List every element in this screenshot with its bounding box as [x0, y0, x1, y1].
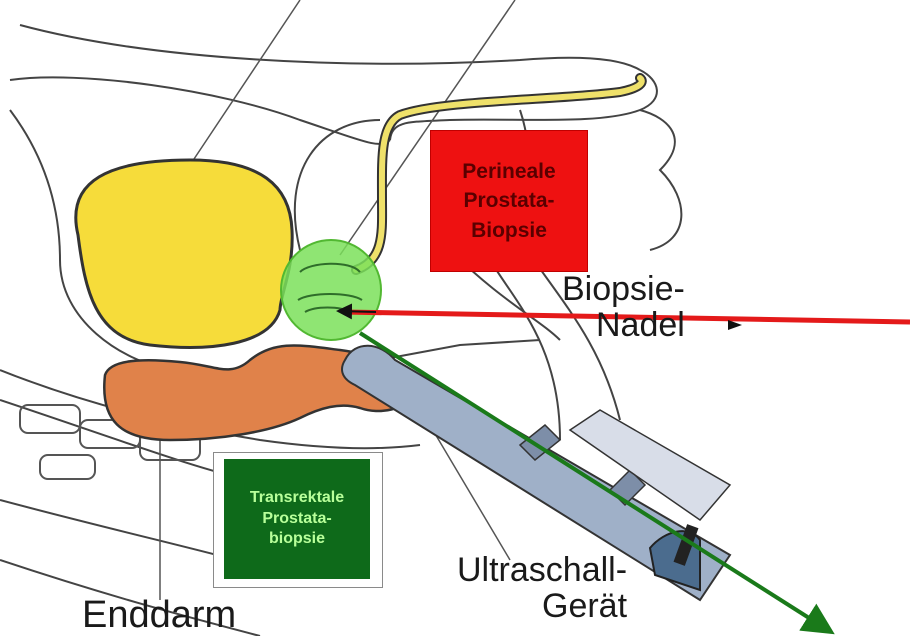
prostate-highlight: [281, 240, 381, 340]
ultrasound-device-label: Ultraschall- Gerät: [384, 553, 627, 624]
perineal-biopsy-box: Perineale Prostata- Biopsie: [430, 130, 588, 272]
transrectal-biopsy-box: Transrektale Prostata- biopsie: [224, 459, 370, 579]
transrectal-line-2: Prostata-: [250, 509, 344, 530]
transrectal-line-3: biopsie: [250, 529, 344, 550]
rectum-label: Enddarm: [82, 596, 236, 636]
biopsy-needle-line-1: Biopsie-: [562, 272, 685, 308]
transrectal-line-1: Transrektale: [250, 488, 344, 509]
ultrasound-line-1: Ultraschall-: [384, 553, 627, 589]
needle-pointer: [338, 311, 376, 312]
bladder: [76, 160, 292, 347]
perineal-line-2: Prostata-: [462, 186, 555, 215]
biopsy-needle-label: Biopsie- Nadel: [562, 272, 685, 343]
perineal-line-3: Biopsie: [462, 216, 555, 245]
ultrasound-line-2: Gerät: [384, 589, 627, 625]
perineal-line-1: Perineale: [462, 157, 555, 186]
biopsy-needle-line-2: Nadel: [562, 308, 685, 344]
